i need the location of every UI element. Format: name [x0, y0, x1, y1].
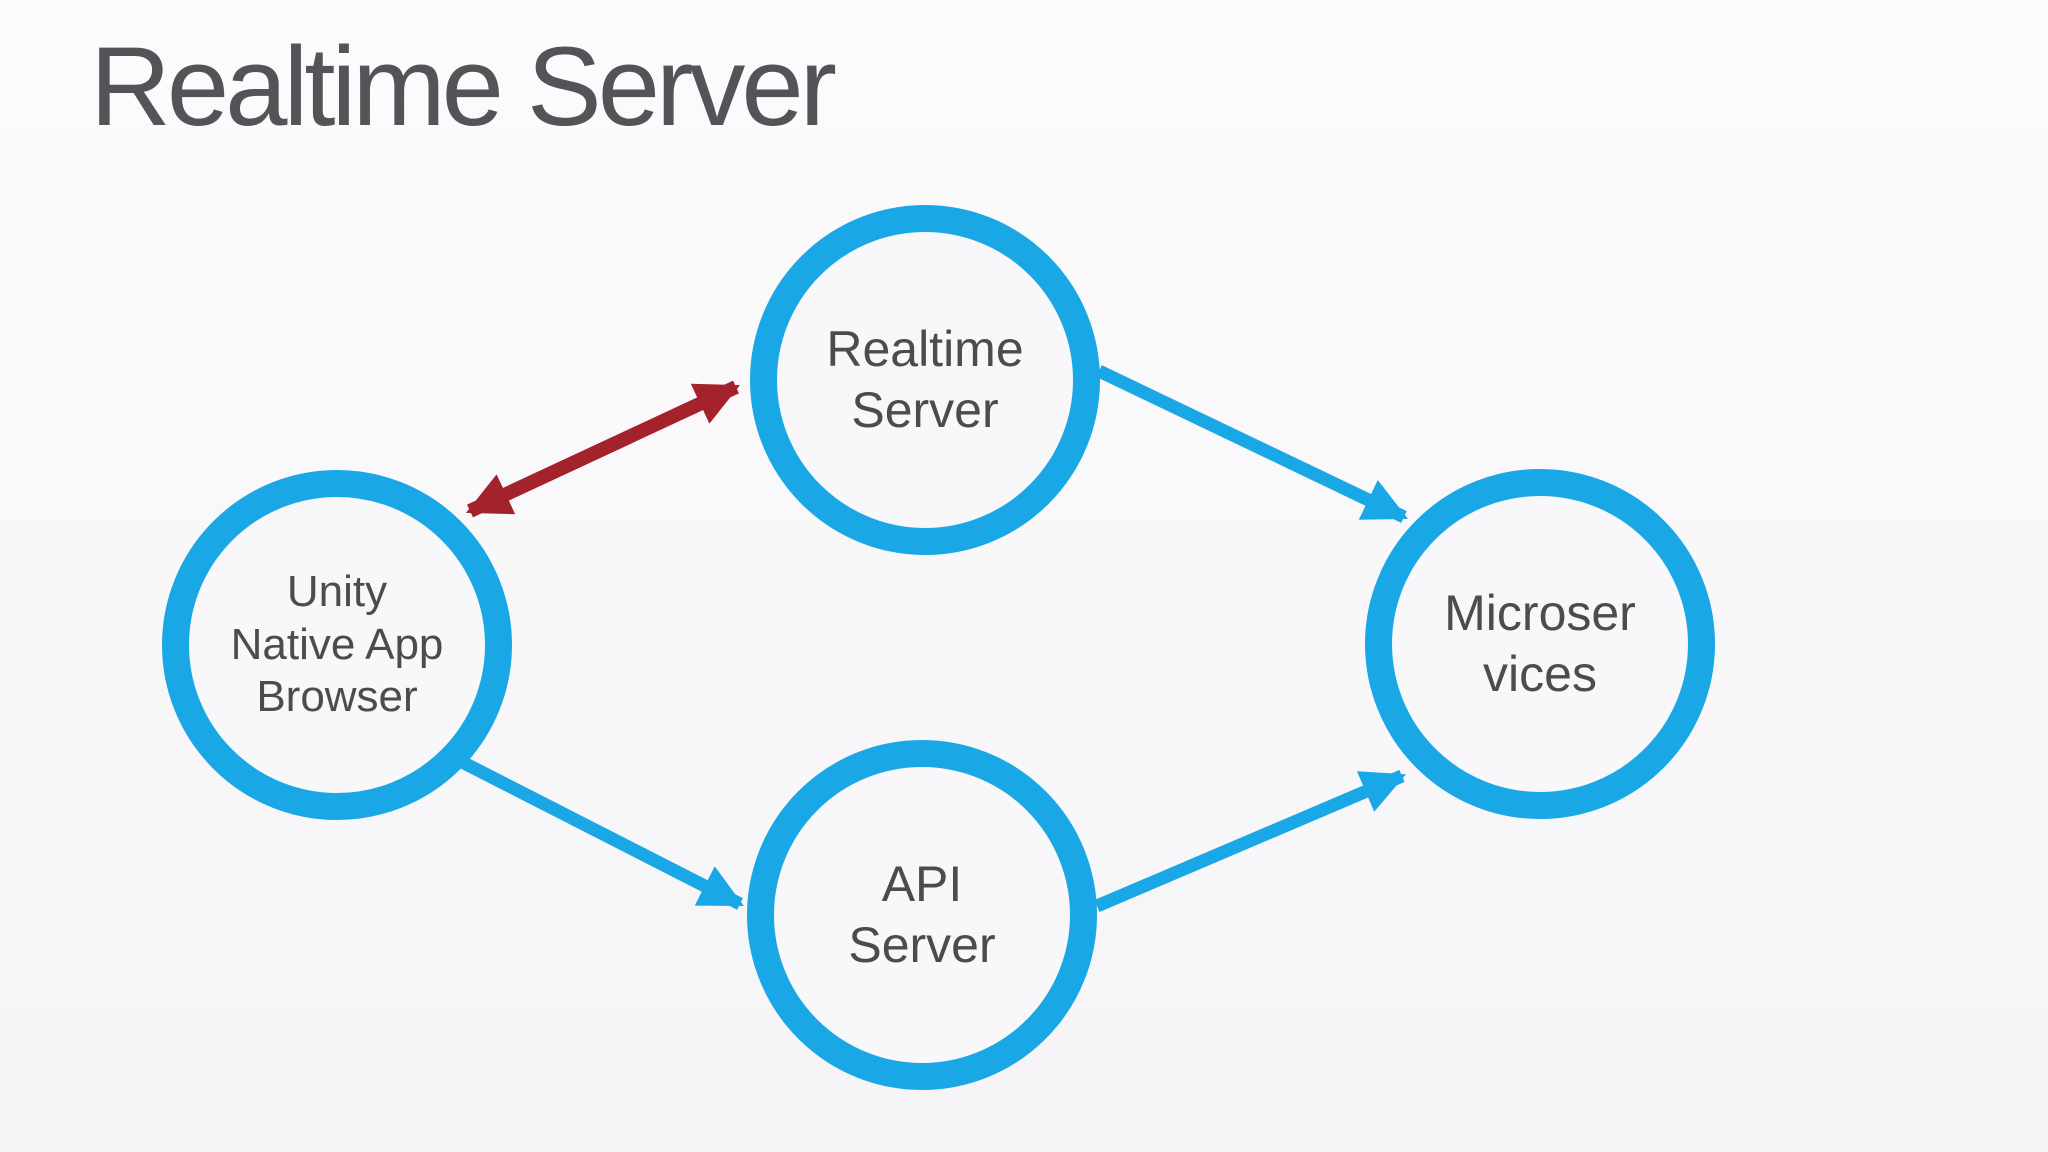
- node-label: Realtime Server: [826, 319, 1023, 441]
- node-label: Microser vices: [1444, 583, 1636, 705]
- node-label-line: API: [881, 856, 963, 912]
- node-label-line: Browser: [256, 672, 418, 722]
- node-label-line: Server: [848, 917, 996, 973]
- node-microservices: Microser vices: [1365, 469, 1715, 819]
- node-label-line: Realtime: [826, 321, 1024, 377]
- node-api-server: API Server: [747, 740, 1097, 1090]
- node-realtime-server: Realtime Server: [750, 205, 1100, 555]
- node-label-line: vices: [1483, 646, 1597, 702]
- edge-unity-realtime-bidirectional-arrow: [466, 380, 740, 518]
- edge-api-to-microservices-arrow: [1094, 770, 1407, 912]
- node-label-line: Microser: [1444, 585, 1636, 641]
- node-label: API Server: [848, 854, 995, 976]
- node-label: Unity Native App Browser: [231, 566, 444, 724]
- node-label-line: Server: [851, 382, 999, 438]
- slide-title: Realtime Server: [90, 24, 837, 149]
- edge-realtime-to-microservices-arrow: [1096, 365, 1408, 523]
- node-unity-native-app-browser: Unity Native App Browser: [162, 470, 512, 820]
- node-label-line: Unity: [286, 566, 388, 616]
- edge-unity-to-api-arrow: [459, 756, 744, 910]
- node-label-line: Native App: [230, 619, 444, 669]
